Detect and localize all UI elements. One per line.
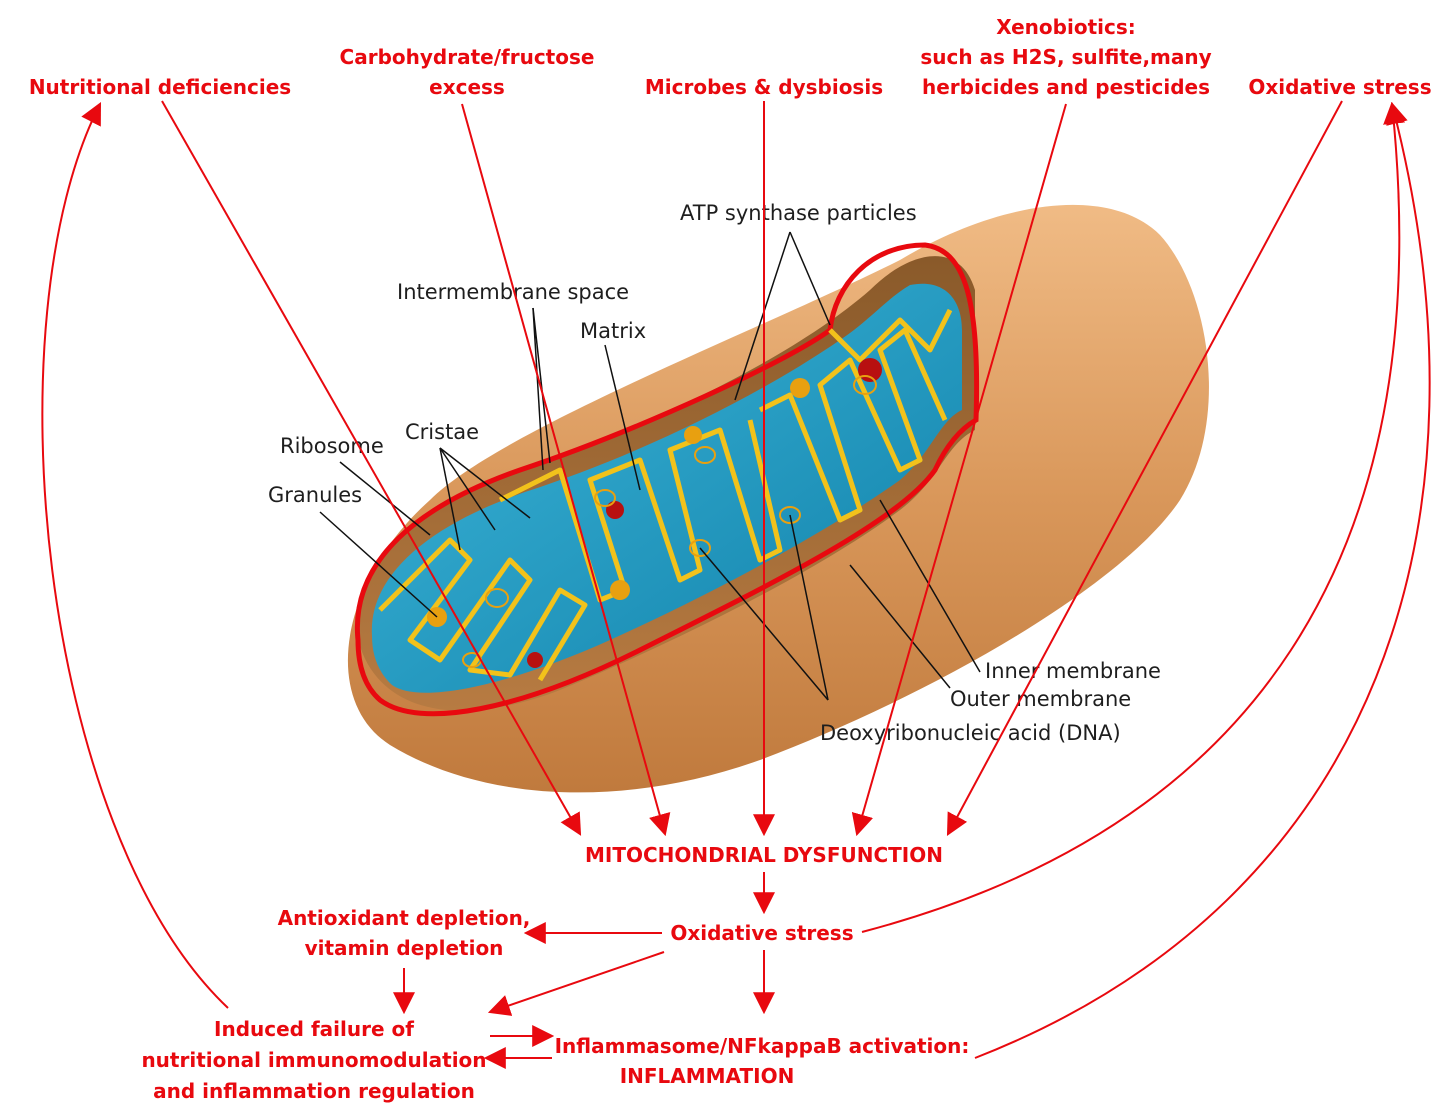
cause-carbohydrate-line1: Carbohydrate/fructose xyxy=(340,45,595,69)
arrow-induced-to-nutritional xyxy=(42,104,228,1008)
label-ribosome: Ribosome xyxy=(280,434,384,458)
label-inner-membrane: Inner membrane xyxy=(985,659,1161,683)
effect-induced-line3: and inflammation regulation xyxy=(153,1079,475,1103)
cause-nutritional-deficiencies: Nutritional deficiencies xyxy=(29,75,291,99)
cause-labels: Nutritional deficiencies Carbohydrate/fr… xyxy=(29,15,1432,99)
mitochondrial-dysfunction-label: MITOCHONDRIAL DYSFUNCTION xyxy=(585,843,943,867)
effect-inflammasome-line1: Inflammasome/NFkappaB activation: xyxy=(555,1034,970,1058)
cause-xenobiotics-line2: such as H2S, sulfite,many xyxy=(920,45,1211,69)
cause-carbohydrate-line2: excess xyxy=(429,75,505,99)
label-cristae: Cristae xyxy=(405,420,479,444)
cause-xenobiotics-line1: Xenobiotics: xyxy=(996,15,1136,39)
label-outer-membrane: Outer membrane xyxy=(950,687,1131,711)
effect-antioxidant-line1: Antioxidant depletion, xyxy=(278,906,531,930)
cause-microbes: Microbes & dysbiosis xyxy=(645,75,883,99)
label-atp-synthase: ATP synthase particles xyxy=(680,201,917,225)
label-dna: Deoxyribonucleic acid (DNA) xyxy=(820,721,1121,745)
cause-oxidative-stress-top: Oxidative stress xyxy=(1248,75,1431,99)
label-matrix: Matrix xyxy=(580,319,646,343)
effect-inflammasome-line2: INFLAMMATION xyxy=(620,1064,795,1088)
label-granules: Granules xyxy=(268,483,362,507)
arrow-oxstress-to-induced xyxy=(490,952,664,1012)
effect-induced-line1: Induced failure of xyxy=(214,1017,414,1041)
oxidative-stress-label: Oxidative stress xyxy=(670,921,853,945)
effect-antioxidant-line2: vitamin depletion xyxy=(305,936,504,960)
label-intermembrane-space: Intermembrane space xyxy=(397,280,629,304)
effect-induced-line2: nutritional immunomodulation xyxy=(141,1048,486,1072)
cause-xenobiotics-line3: herbicides and pesticides xyxy=(922,75,1210,99)
